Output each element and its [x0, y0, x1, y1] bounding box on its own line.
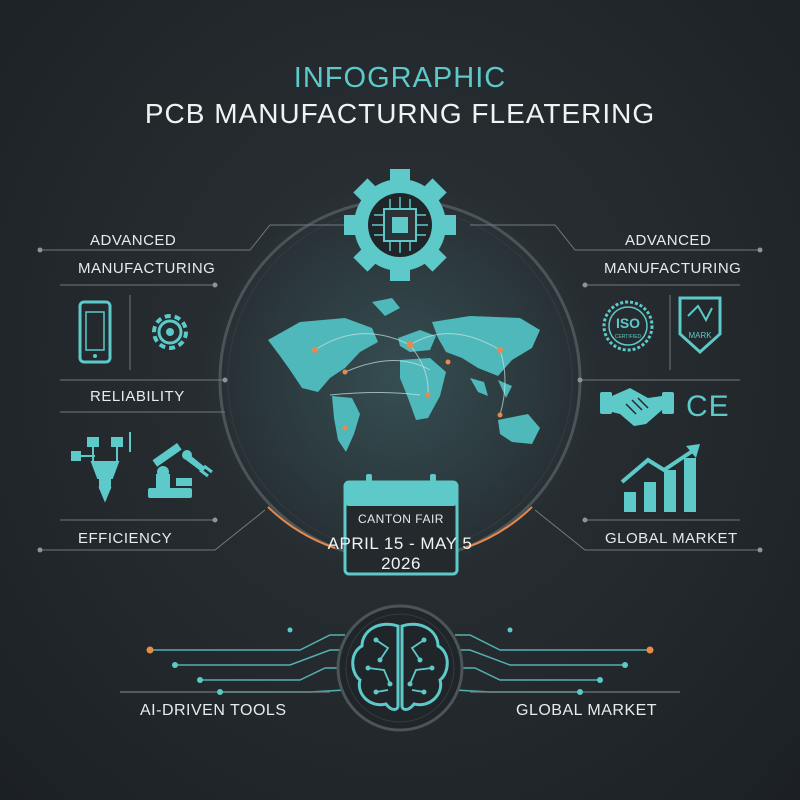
connector-dots [37, 247, 763, 553]
mark-shield-icon: MARK [678, 296, 722, 355]
right-manufacturing-label: MANUFACTURING [604, 260, 742, 277]
circuit-nodes [146, 627, 654, 695]
growth-chart-icon [620, 444, 700, 512]
ce-mark-icon: CE [686, 390, 730, 423]
iso-badge-icon: ISO CERTIFIED [602, 300, 654, 352]
event-dates: APRIL 15 - MAY 5 [327, 534, 473, 553]
brain-icon [336, 604, 464, 732]
smartphone-icon [78, 300, 112, 364]
event-year: 2026 [381, 554, 421, 573]
circuit-traces [120, 634, 680, 693]
map-hub-dots [312, 341, 503, 431]
global-market-label-right: GLOBAL MARKET [605, 530, 738, 547]
ai-driven-tools-label: AI-DRIVEN TOOLS [140, 702, 287, 719]
event-name: CANTON FAIR [358, 512, 444, 526]
handshake-icon [600, 388, 674, 426]
iso-badge-text: ISO [616, 315, 640, 331]
efficiency-label: EFFICIENCY [78, 530, 173, 547]
chip-gear-icon [344, 169, 456, 281]
cnc-tool-icon [71, 432, 131, 503]
infographic-subtitle: PCB MANUFACTURNG FLEATERING [144, 98, 656, 129]
infographic-title: INFOGRAPHIC [293, 62, 507, 94]
world-map-icon [268, 298, 540, 452]
map-trade-routes [314, 333, 506, 416]
iso-badge-sub: CERTIFIED [615, 334, 642, 340]
global-market-label-bottom: GLOBAL MARKET [516, 702, 658, 719]
connector-lines [40, 224, 760, 551]
right-advanced-label: ADVANCED [625, 232, 712, 249]
mark-badge-text: MARK [688, 331, 712, 340]
left-advanced-label: ADVANCED [90, 232, 177, 249]
calendar-icon [343, 474, 459, 576]
gear-icon [152, 314, 188, 350]
robot-arm-icon [148, 443, 213, 498]
left-manufacturing-label: MANUFACTURING [78, 260, 216, 277]
reliability-label: RELIABILITY [90, 388, 185, 405]
handshake-detail [625, 397, 649, 415]
